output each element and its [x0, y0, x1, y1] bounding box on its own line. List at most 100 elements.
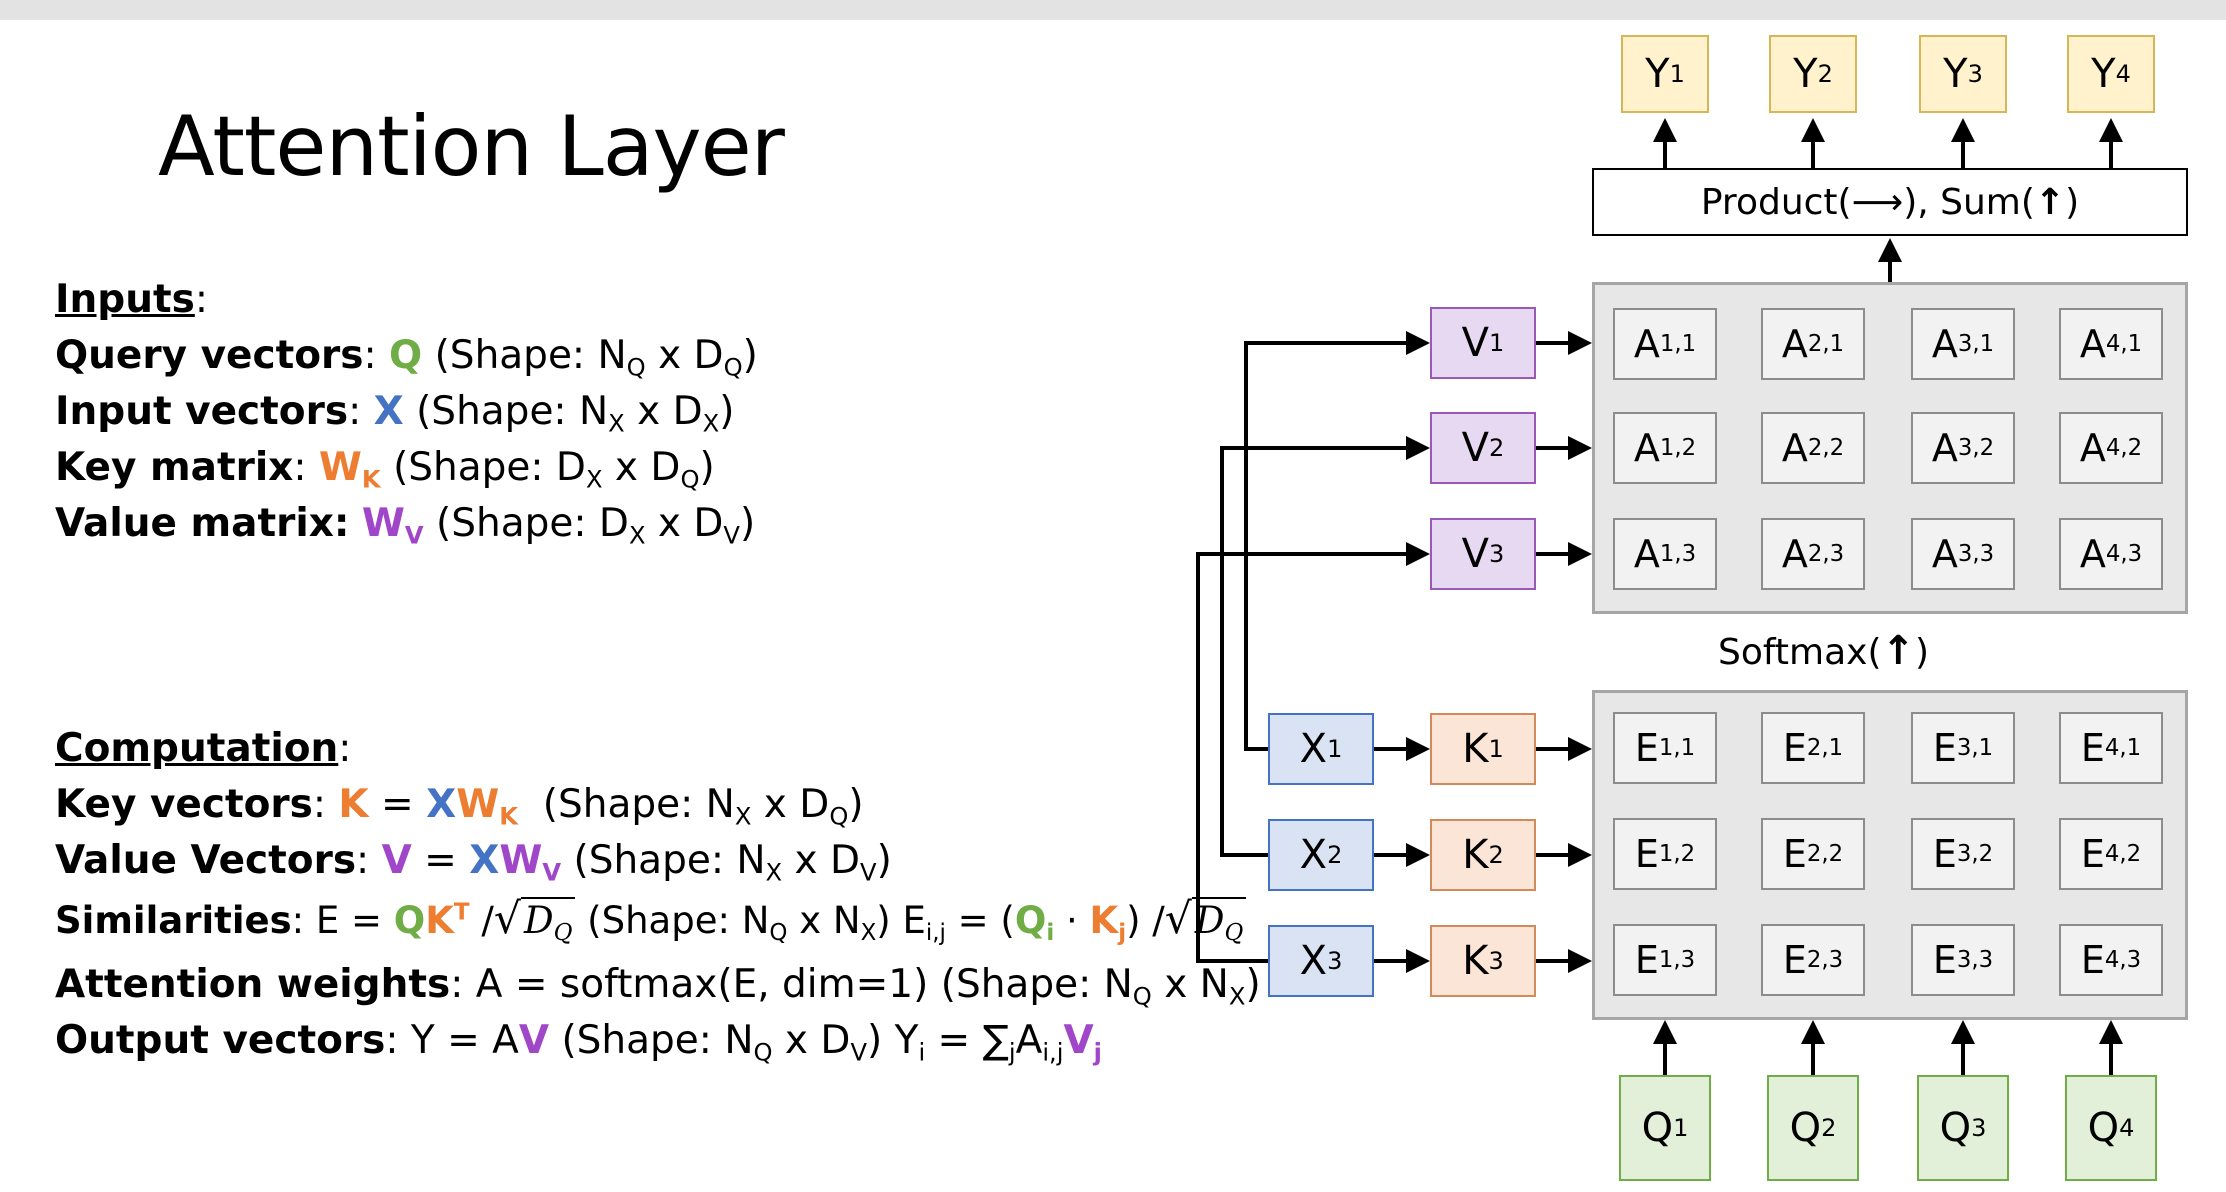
- similarities-qi: Q: [1014, 899, 1047, 942]
- attention-weights-text: : A = softmax(E, dim=1) (Shape: N: [450, 962, 1133, 1007]
- key-vectors-shape-prefix: (Shape: N: [542, 782, 735, 827]
- similarities-shape-sub2: X: [860, 919, 877, 946]
- value-matrix-line: Value matrix: WV (Shape: DX x DV): [55, 501, 755, 547]
- a-cell-4-2-base: A: [2079, 426, 2106, 470]
- softmax-text: Softmax(: [1718, 632, 1882, 673]
- key-vectors-w: W: [456, 782, 500, 827]
- softmax-end-text: ): [1915, 632, 1930, 673]
- similarities-shape-mid: x N: [787, 899, 861, 942]
- key-matrix-symbol-sub: K: [361, 465, 381, 494]
- a-cell-4-1-base: A: [2079, 322, 2106, 366]
- query-shape-mid: x D: [645, 333, 724, 378]
- key-shape-sub1: X: [585, 465, 603, 494]
- query-shape-prefix: (Shape: N: [434, 333, 627, 378]
- output-vectors-shape-prefix: (Shape: N: [549, 1018, 754, 1063]
- key-k1-base: K: [1462, 726, 1489, 772]
- output-vectors-label: Output vectors: [55, 1018, 386, 1063]
- output-vectors-sum: = ∑: [925, 1018, 1009, 1063]
- connector-21: [1196, 542, 1430, 963]
- output-y3-base: Y: [1943, 51, 1968, 97]
- input-shape-end: ): [719, 389, 735, 434]
- key-shape-sub2: Q: [680, 465, 700, 494]
- input-shape-prefix: (Shape: N: [416, 389, 609, 434]
- similarities-label: Similarities: [55, 899, 292, 942]
- value-v1-base: V: [1461, 320, 1490, 366]
- key-k3-base: K: [1462, 938, 1489, 984]
- sqrt-symbol-1: √: [493, 895, 521, 944]
- output-vectors-yi: Y: [882, 1018, 919, 1063]
- key-matrix-symbol: W: [318, 445, 362, 490]
- value-vectors-line: Value Vectors: V = XWV (Shape: NX x DV): [55, 838, 892, 887]
- e-cell-1-3-base: E: [1634, 938, 1659, 982]
- query-q2-base: Q: [1789, 1105, 1822, 1151]
- output-vectors-vj-sub: j: [1093, 1038, 1102, 1067]
- attention-weights-end: ): [1245, 962, 1261, 1007]
- attention-weights-line: Attention weights: A = softmax(E, dim=1)…: [55, 962, 1261, 1008]
- query-label: Query vectors: [55, 333, 364, 378]
- input-x3-base: X: [1299, 938, 1328, 984]
- output-vectors-a: A: [1015, 1018, 1043, 1063]
- computation-heading: Computation:: [55, 726, 352, 771]
- similarities-shape-end: ): [876, 899, 891, 942]
- input-shape-sub2: X: [702, 409, 720, 438]
- e-cell-2-1-base: E: [1782, 726, 1807, 770]
- key-vectors-shape-sub1: X: [734, 802, 752, 831]
- value-vectors-w: W: [499, 838, 543, 883]
- similarities-shape-sub1: Q: [769, 919, 788, 946]
- a-cell-1-2-base: A: [1633, 426, 1660, 470]
- softmax-up-arrow-icon: ↑: [1881, 628, 1916, 674]
- query-shape-end: ): [742, 333, 758, 378]
- output-vectors-sub2: V: [850, 1038, 867, 1067]
- key-matrix-label: Key matrix: [55, 445, 294, 490]
- output-y1-base: Y: [1645, 51, 1670, 97]
- output-vectors-vj: V: [1063, 1018, 1094, 1063]
- connector-19: [1244, 331, 1430, 751]
- input-x1-base: X: [1299, 726, 1328, 772]
- product-text: Product(: [1700, 181, 1852, 223]
- value-matrix-symbol-sub: V: [404, 521, 424, 550]
- a-cell-2-3-base: A: [1781, 532, 1808, 576]
- value-shape-sub1: X: [628, 521, 646, 550]
- query-shape-sub2: Q: [723, 353, 743, 382]
- value-matrix-label: Value matrix:: [55, 501, 350, 546]
- similarities-k: K: [425, 899, 454, 942]
- value-vectors-lhs: V: [381, 838, 412, 883]
- a-cell-2-2-base: A: [1781, 426, 1808, 470]
- input-shape-sub1: X: [608, 409, 625, 438]
- value-vectors-shape-mid: x D: [782, 838, 861, 883]
- input-shape-mid: x D: [624, 389, 703, 434]
- similarities-eij-sub: i,j: [925, 919, 946, 946]
- a-cell-4-3-base: A: [2079, 532, 2106, 576]
- e-cell-1-2-base: E: [1634, 832, 1659, 876]
- output-vectors-sum-sub: j: [1008, 1038, 1016, 1067]
- e-cell-2-2-base: E: [1782, 832, 1807, 876]
- similarities-close: ) /: [1126, 899, 1165, 942]
- query-q1-base: Q: [1641, 1105, 1674, 1151]
- input-vectors-line: Input vectors: X (Shape: NX x DX): [55, 389, 735, 438]
- output-vectors-sub1: Q: [753, 1038, 773, 1067]
- output-vectors-a-sub: i,j: [1042, 1038, 1064, 1067]
- attention-weights-sub2: X: [1228, 982, 1246, 1011]
- e-cell-4-1-base: E: [2080, 726, 2105, 770]
- query-q4-base: Q: [2087, 1105, 2120, 1151]
- output-vectors-y-eq: : Y = A: [385, 1018, 519, 1063]
- inputs-heading-text: Inputs: [55, 277, 195, 322]
- value-shape-prefix: (Shape: D: [436, 501, 629, 546]
